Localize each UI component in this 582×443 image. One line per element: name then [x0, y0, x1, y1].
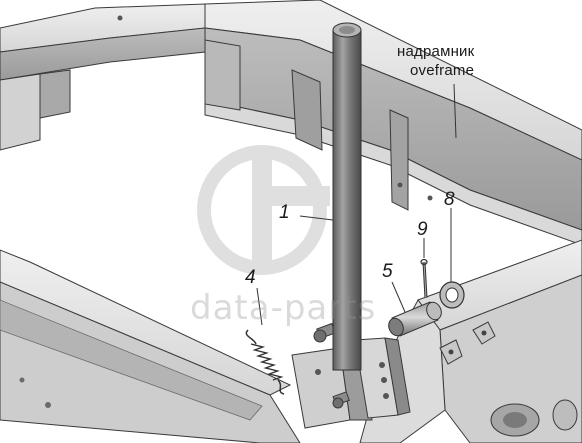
leader-1 [299, 215, 334, 221]
frame-corner-upper-left [0, 3, 206, 151]
watermark-logo [197, 145, 330, 275]
callout-1: 1 [279, 202, 290, 223]
callout-8: 8 [444, 189, 455, 210]
callout-5: 5 [382, 261, 393, 282]
leader-4 [256, 287, 263, 326]
watermark-text: data-parts [190, 288, 377, 328]
leader-lines [256, 83, 457, 326]
part-5-roller [388, 301, 442, 337]
leader-5 [391, 281, 406, 313]
bolt-bottom [332, 391, 350, 409]
callout-4: 4 [245, 267, 256, 288]
caption-line-1: надрамник [397, 43, 475, 60]
part-8-washer [439, 281, 465, 309]
frame-bracket-1 [472, 321, 496, 345]
part-1-pin [332, 22, 362, 371]
frame-cross-member-upper [117, 0, 582, 246]
caption-line-2: oveframe [410, 62, 475, 79]
callout-9: 9 [417, 219, 428, 240]
part-9-cotter-pin [420, 258, 428, 299]
part-4-spring [245, 329, 285, 395]
frame-bracket-2 [439, 339, 463, 365]
leader-caption [453, 83, 457, 139]
